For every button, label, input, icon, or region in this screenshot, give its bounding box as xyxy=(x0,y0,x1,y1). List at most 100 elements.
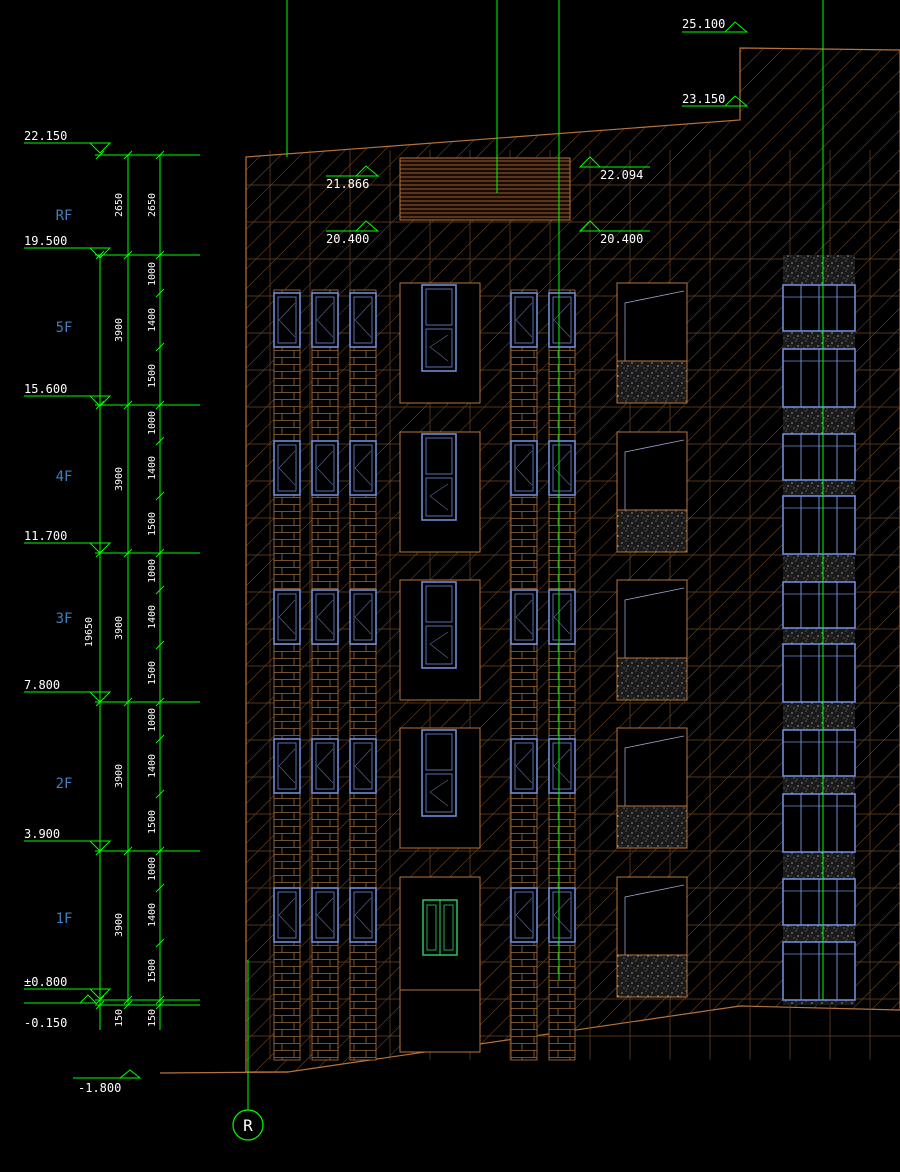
dim-tick xyxy=(155,734,165,744)
floor-label: 4F xyxy=(56,469,73,485)
stack-window xyxy=(782,495,856,555)
balcony-slab xyxy=(616,360,688,404)
dim-tick xyxy=(123,250,133,260)
dim-tick xyxy=(155,342,165,352)
facade-level-mark: 20.400 xyxy=(578,220,650,246)
center-window xyxy=(421,433,457,521)
facade-level-text: 25.100 xyxy=(682,17,725,31)
dim-tick xyxy=(155,150,165,160)
floor-dimension-text: 3900 xyxy=(114,318,125,342)
windows xyxy=(273,284,856,1001)
segment-dimension-text: 1500 xyxy=(147,959,158,983)
balcony-opening xyxy=(616,282,688,362)
balcony-rail xyxy=(624,884,685,959)
level-mark-text: 11.700 xyxy=(24,529,67,543)
balcony-opening xyxy=(616,727,688,807)
stack-window xyxy=(782,433,856,481)
dim-tick xyxy=(95,995,105,1005)
facade-level-mark: 22.094 xyxy=(578,156,650,182)
level-mark-text: -1.800 xyxy=(78,1081,121,1095)
window xyxy=(273,589,301,645)
level-mark: 19.500 xyxy=(24,234,112,259)
segment-dimension-text: 150 xyxy=(147,1009,158,1027)
stack-window xyxy=(782,348,856,408)
dim-tick xyxy=(155,697,165,707)
floor-label: 1F xyxy=(56,911,73,927)
level-mark-text: 19.500 xyxy=(24,234,67,248)
level-mark: 7.800 xyxy=(24,678,112,703)
dim-tick xyxy=(123,1000,133,1010)
balcony-slab xyxy=(616,657,688,701)
dim-tick xyxy=(123,400,133,410)
center-window xyxy=(421,284,457,372)
window xyxy=(548,589,576,645)
segment-dimension-text: 1000 xyxy=(147,262,158,286)
facade-level-text: 22.094 xyxy=(600,168,643,182)
segment-dimension-text: 1400 xyxy=(147,903,158,927)
floor-label: 2F xyxy=(56,776,73,792)
segment-dimension-text: 1000 xyxy=(147,559,158,583)
dim-tick xyxy=(155,491,165,501)
window xyxy=(510,440,538,496)
facade-level-text: 23.150 xyxy=(682,92,725,106)
stack-window xyxy=(782,878,856,926)
dimension-chains xyxy=(95,150,200,1030)
grid-axis: R xyxy=(232,960,264,1141)
level-mark-text: 15.600 xyxy=(24,382,67,396)
roof-parapet xyxy=(399,157,571,221)
stack-window xyxy=(782,729,856,777)
segment-dimension-text: 2650 xyxy=(147,193,158,217)
level-mark-text: 22.150 xyxy=(24,129,67,143)
window xyxy=(548,292,576,348)
dim-tick xyxy=(155,288,165,298)
facade-level-text: 20.400 xyxy=(326,232,369,246)
ground-line xyxy=(159,1071,289,1074)
level-mark: 3.900 xyxy=(24,827,112,852)
level-mark-text: -0.150 xyxy=(24,1016,67,1030)
overall-dimension-text: 19650 xyxy=(84,617,95,647)
segment-dimension-text: 1000 xyxy=(147,708,158,732)
segment-dimension-text: 1400 xyxy=(147,754,158,778)
segment-dimension-text: 1400 xyxy=(147,308,158,332)
floor-dimension-text: 3900 xyxy=(114,616,125,640)
entrance-door xyxy=(422,899,458,956)
segment-dimension-text: 1000 xyxy=(147,857,158,881)
dim-tick xyxy=(123,150,133,160)
floor-dimension-text: 150 xyxy=(114,1009,125,1027)
dim-tick xyxy=(123,697,133,707)
level-mark: ±0.800 xyxy=(24,975,112,1000)
axis-label: R xyxy=(243,1116,253,1135)
facade-level-mark: 20.400 xyxy=(326,220,380,246)
window xyxy=(510,589,538,645)
stack-window xyxy=(782,581,856,629)
balcony-rail xyxy=(624,735,685,810)
segment-dimension-text: 1500 xyxy=(147,364,158,388)
balcony-slab xyxy=(616,954,688,998)
floor-label: RF xyxy=(56,208,73,224)
balcony-rail xyxy=(624,290,685,365)
level-mark: -1.800 xyxy=(73,1069,142,1095)
axis-bubble xyxy=(232,1109,264,1141)
level-mark: 22.150 xyxy=(24,129,112,154)
window xyxy=(273,440,301,496)
center-window xyxy=(421,581,457,669)
level-mark: -0.150 xyxy=(24,994,98,1030)
stack-window xyxy=(782,643,856,703)
dim-tick xyxy=(155,995,165,1005)
window xyxy=(548,440,576,496)
window xyxy=(273,738,301,794)
floor-dimension-text: 3900 xyxy=(114,467,125,491)
level-mark-text: 3.900 xyxy=(24,827,60,841)
window xyxy=(548,887,576,943)
stack-window xyxy=(782,284,856,332)
segment-dimension-text: 1500 xyxy=(147,661,158,685)
balcony-rail xyxy=(624,439,685,514)
window xyxy=(349,292,377,348)
stack-window xyxy=(782,941,856,1001)
window xyxy=(548,738,576,794)
floor-dimension-text: 3900 xyxy=(114,764,125,788)
dim-tick xyxy=(155,400,165,410)
